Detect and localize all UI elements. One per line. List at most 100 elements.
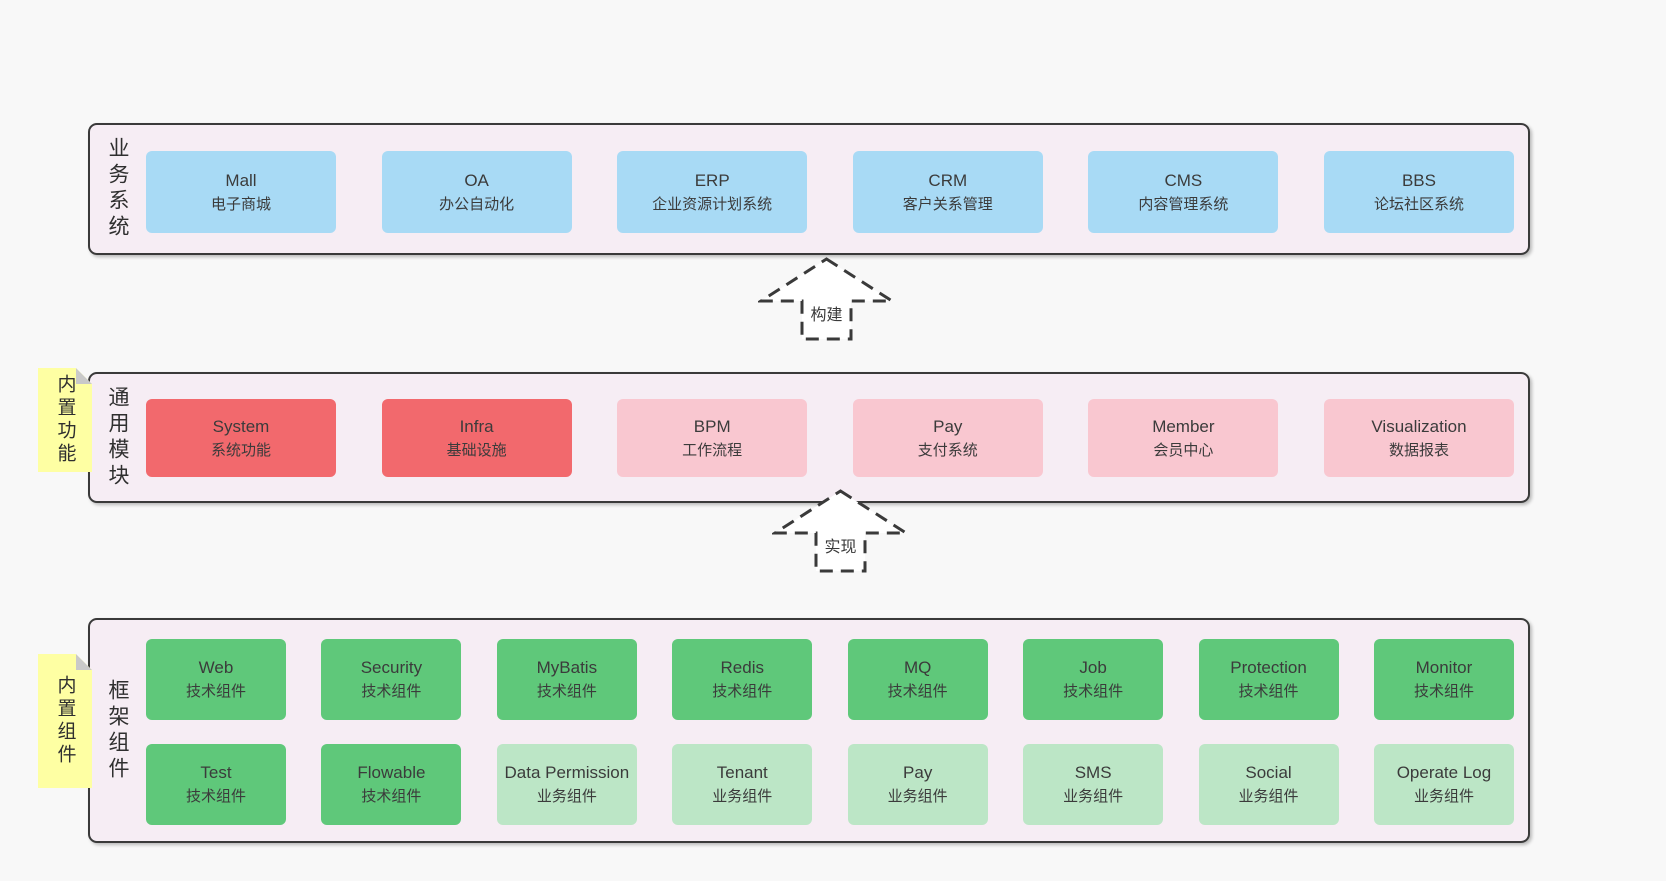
component-box-pay: Pay 业务组件 [847, 744, 988, 825]
box-title: Web [198, 658, 234, 678]
sticky-note-built-in-components: 内置组件 [38, 654, 92, 788]
component-box-job: Job 技术组件 [1023, 639, 1164, 720]
box-subtitle: 技术组件 [712, 683, 773, 701]
box-subtitle: 技术组件 [1413, 683, 1474, 701]
box-subtitle: 论坛社区系统 [1373, 195, 1464, 213]
box-subtitle: 客户关系管理 [902, 195, 993, 213]
box-title: CRM [928, 170, 968, 190]
box-title: Tenant [716, 763, 768, 783]
box-subtitle: 业务组件 [1063, 788, 1124, 806]
arrow-shape [772, 489, 909, 573]
component-box-security: Security 技术组件 [321, 639, 462, 720]
box-title: Visualization [1371, 416, 1467, 436]
layer-label-business: 业务系统 [106, 137, 129, 241]
box-subtitle: 电子商城 [210, 195, 271, 213]
box-title: Job [1079, 658, 1107, 678]
sticky-note-built-in-features: 内置功能 [38, 368, 92, 472]
implement-arrow: 实现 [772, 489, 909, 573]
box-subtitle: 技术组件 [1238, 683, 1299, 701]
layer-label-framework: 框架组件 [106, 678, 129, 783]
box-title: SMS [1074, 763, 1112, 783]
component-box-monitor: Monitor 技术组件 [1373, 639, 1514, 720]
component-box-cms: CMS 内容管理系统 [1088, 151, 1279, 233]
box-title: MQ [903, 658, 932, 678]
component-box-mq: MQ 技术组件 [847, 639, 988, 720]
component-box-visualization: Visualization 数据报表 [1323, 399, 1514, 477]
box-subtitle: 技术组件 [536, 683, 597, 701]
box-title: Data Permission [504, 763, 630, 783]
component-box-mybatis: MyBatis 技术组件 [496, 639, 637, 720]
box-subtitle: 支付系统 [917, 441, 978, 459]
box-title: ERP [694, 170, 730, 190]
box-subtitle: 技术组件 [361, 683, 422, 701]
box-subtitle: 技术组件 [1063, 683, 1124, 701]
box-title: BPM [693, 416, 731, 436]
box-subtitle: 技术组件 [185, 788, 246, 806]
box-subtitle: 内容管理系统 [1138, 195, 1229, 213]
component-box-data-permission: Data Permission 业务组件 [496, 744, 637, 825]
box-title: System [212, 416, 270, 436]
box-subtitle: 技术组件 [185, 683, 246, 701]
box-title: Redis [720, 658, 764, 678]
box-subtitle: 业务组件 [712, 788, 773, 806]
box-title: Mall [225, 170, 257, 190]
component-box-sms: SMS 业务组件 [1023, 744, 1164, 825]
box-title: CMS [1164, 170, 1203, 190]
box-title: Test [200, 763, 232, 783]
component-box-erp: ERP 企业资源计划系统 [617, 151, 808, 233]
component-box-tenant: Tenant 业务组件 [672, 744, 813, 825]
business-box-row: Mall 电子商城 OA 办公自动化 ERP 企业资源计划系统 CRM 客户关系管理 CMS 内容… [146, 151, 1514, 233]
sticky-label: 内置功能 [54, 374, 76, 466]
box-subtitle: 基础设施 [446, 441, 507, 459]
box-subtitle: 业务组件 [887, 788, 948, 806]
box-subtitle: 系统功能 [210, 441, 271, 459]
box-subtitle: 业务组件 [536, 788, 597, 806]
component-box-redis: Redis 技术组件 [672, 639, 813, 720]
box-title: Monitor [1415, 658, 1473, 678]
box-title: OA [464, 170, 489, 190]
component-box-member: Member 会员中心 [1088, 399, 1279, 477]
sticky-label: 内置组件 [54, 675, 76, 767]
arrow-shape [758, 257, 895, 341]
implement-arrow-label: 实现 [824, 538, 856, 556]
box-title: Pay [903, 763, 933, 783]
box-title: Member [1152, 416, 1215, 436]
box-subtitle: 数据报表 [1388, 441, 1449, 459]
layer-label-modules: 通用模块 [106, 385, 129, 490]
component-box-system: System 系统功能 [146, 399, 336, 477]
component-box-web: Web 技术组件 [146, 639, 286, 720]
box-title: Social [1245, 763, 1292, 783]
component-box-oa: OA 办公自动化 [381, 151, 572, 233]
box-subtitle: 业务组件 [1238, 788, 1299, 806]
box-title: Protection [1230, 658, 1307, 678]
box-subtitle: 技术组件 [887, 683, 948, 701]
component-box-test: Test 技术组件 [146, 744, 286, 825]
component-box-protection: Protection 技术组件 [1198, 639, 1339, 720]
box-subtitle: 工作流程 [682, 441, 743, 459]
box-title: Flowable [357, 763, 426, 783]
box-title: Pay [933, 416, 963, 436]
layer-business-systems: 业务系统 Mall 电子商城 OA 办公自动化 ERP 企业资源计划系统 CRM 客户关系管理… [88, 123, 1530, 255]
box-title: Security [360, 658, 423, 678]
component-box-pay: Pay 支付系统 [852, 399, 1043, 477]
component-box-social: Social 业务组件 [1198, 744, 1339, 825]
box-title: Operate Log [1396, 763, 1492, 783]
box-subtitle: 办公自动化 [439, 195, 515, 213]
box-title: MyBatis [536, 658, 598, 678]
component-box-operate-log: Operate Log 业务组件 [1373, 744, 1514, 825]
build-arrow-label: 构建 [810, 306, 842, 324]
box-subtitle: 会员中心 [1153, 441, 1214, 459]
component-box-crm: CRM 客户关系管理 [852, 151, 1043, 233]
box-subtitle: 业务组件 [1413, 788, 1474, 806]
box-subtitle: 企业资源计划系统 [652, 195, 773, 213]
build-arrow: 构建 [758, 257, 895, 341]
